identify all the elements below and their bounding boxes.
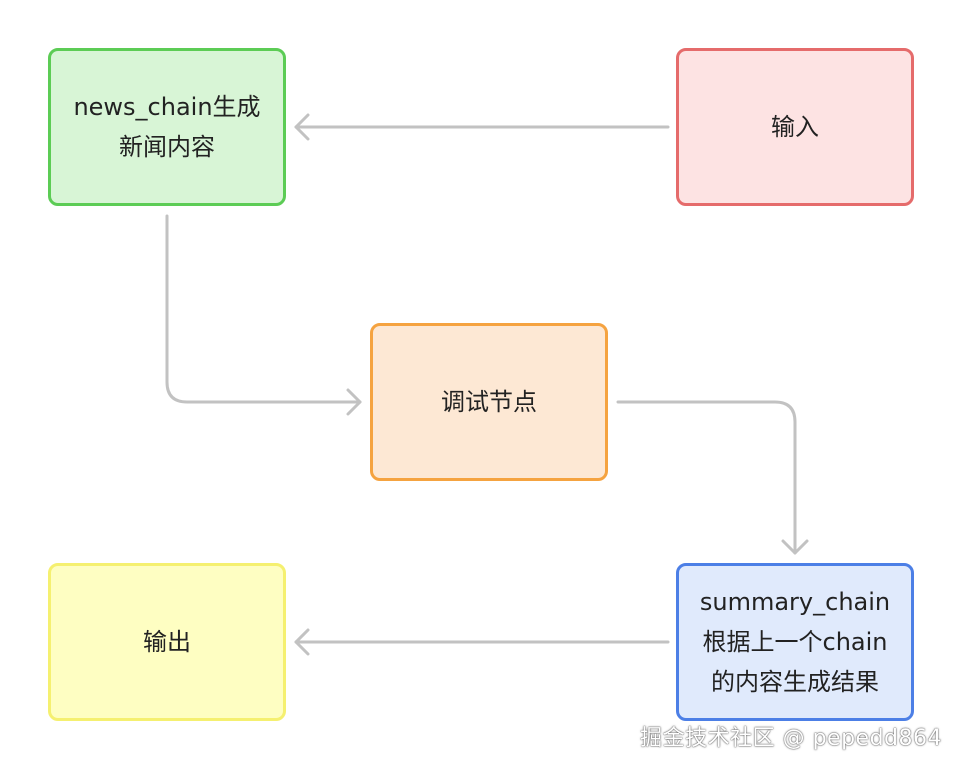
debug-node-label: 调试节点 bbox=[441, 388, 537, 416]
news-chain-node-label: news_chain生成 新闻内容 bbox=[73, 93, 261, 161]
summary-chain-node-label: summary_chain 根据上一个chain 的内容生成结果 bbox=[699, 588, 891, 696]
watermark: 掘金技术社区 @ pepedd864 bbox=[640, 726, 942, 751]
debug-node: 调试节点 bbox=[370, 323, 608, 481]
arrowhead-debug bbox=[346, 388, 362, 416]
input-node: 输入 bbox=[676, 48, 914, 206]
arrowhead-news bbox=[294, 113, 310, 141]
arrowhead-summary bbox=[781, 539, 809, 555]
edge-debug-to-summary bbox=[616, 400, 797, 555]
input-node-label: 输入 bbox=[771, 113, 819, 141]
output-node: 输出 bbox=[48, 563, 286, 721]
output-node-label: 输出 bbox=[143, 628, 191, 656]
news-chain-node: news_chain生成 新闻内容 bbox=[48, 48, 286, 206]
summary-chain-node: summary_chain 根据上一个chain 的内容生成结果 bbox=[676, 563, 914, 721]
arrowhead-output bbox=[294, 628, 310, 656]
edge-news-to-debug bbox=[165, 214, 362, 404]
